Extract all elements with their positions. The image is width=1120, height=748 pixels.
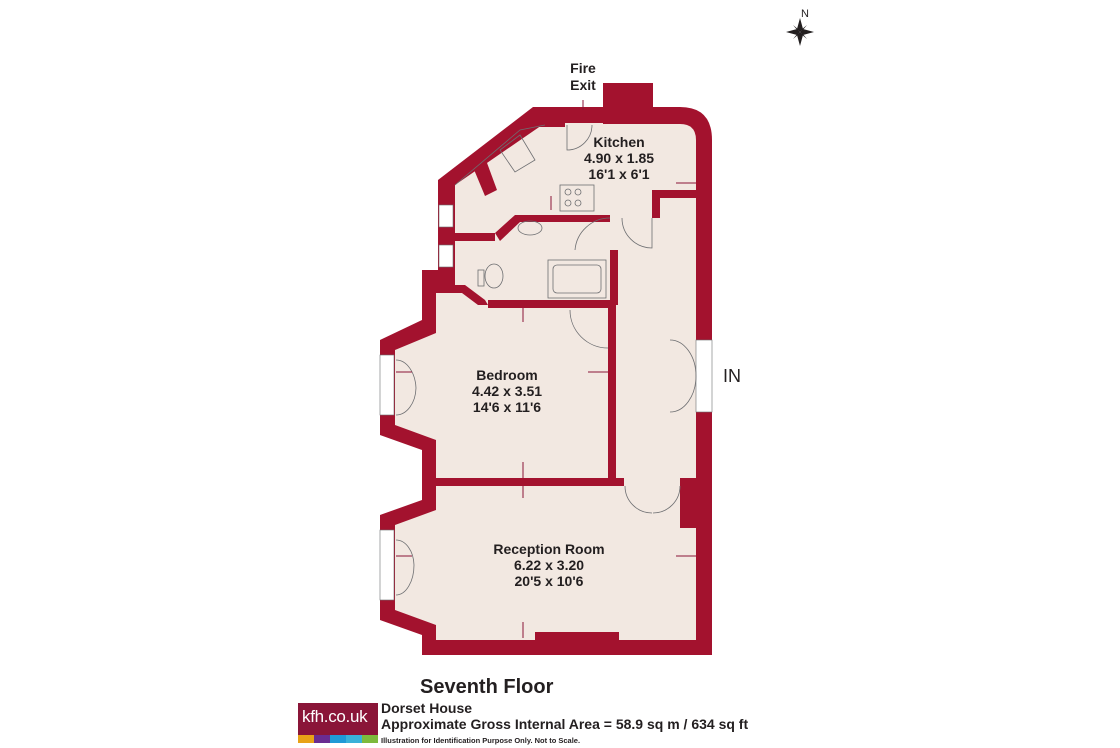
reception-room-label: Reception Room 6.22 x 3.20 20'5 x 10'6 xyxy=(493,541,604,589)
kitchen-fixtures xyxy=(454,124,595,212)
entrance-label: IN xyxy=(723,366,741,386)
bedroom-label: Bedroom 4.42 x 3.51 14'6 x 11'6 xyxy=(472,367,542,415)
gross-area: Approximate Gross Internal Area = 58.9 s… xyxy=(381,716,749,732)
north-label: N xyxy=(801,8,809,20)
kitchen-label: Kitchen 4.90 x 1.85 16'1 x 6'1 xyxy=(584,134,654,182)
room-name: Reception Room xyxy=(493,541,604,557)
floor-area xyxy=(395,123,696,640)
floor-title: Seventh Floor xyxy=(420,676,554,698)
room-metric: 6.22 x 3.20 xyxy=(514,557,584,573)
plan-footer: Seventh Floor kfh.co.uk Dorset House App… xyxy=(298,676,818,746)
kfh-logo[interactable]: kfh.co.uk xyxy=(298,703,378,743)
compass-rose-icon xyxy=(786,18,814,46)
room-imperial: 20'5 x 10'6 xyxy=(515,573,584,589)
door-swings xyxy=(395,124,697,596)
fire-exit-label-line2: Exit xyxy=(570,77,596,93)
room-metric: 4.90 x 1.85 xyxy=(584,150,654,166)
windows xyxy=(379,204,713,601)
interior-walls xyxy=(436,93,696,642)
logo-text: kfh.co.uk xyxy=(302,707,368,726)
measurement-arrows xyxy=(396,100,696,638)
compass: N xyxy=(786,8,814,46)
disclaimer: Illustration for Identification Purpose … xyxy=(381,736,581,745)
room-name: Bedroom xyxy=(476,367,537,383)
floor-plan: N Fire Exit IN Kitchen 4.90 x 1.85 16'1 … xyxy=(379,8,814,655)
logo-stripes xyxy=(298,735,378,743)
room-metric: 4.42 x 3.51 xyxy=(472,383,542,399)
room-name: Kitchen xyxy=(593,134,644,150)
room-imperial: 16'1 x 6'1 xyxy=(588,166,649,182)
room-imperial: 14'6 x 11'6 xyxy=(473,399,541,415)
fire-exit-label: Fire xyxy=(570,60,596,76)
bathroom-fixtures xyxy=(477,220,607,299)
building-name: Dorset House xyxy=(381,700,473,716)
